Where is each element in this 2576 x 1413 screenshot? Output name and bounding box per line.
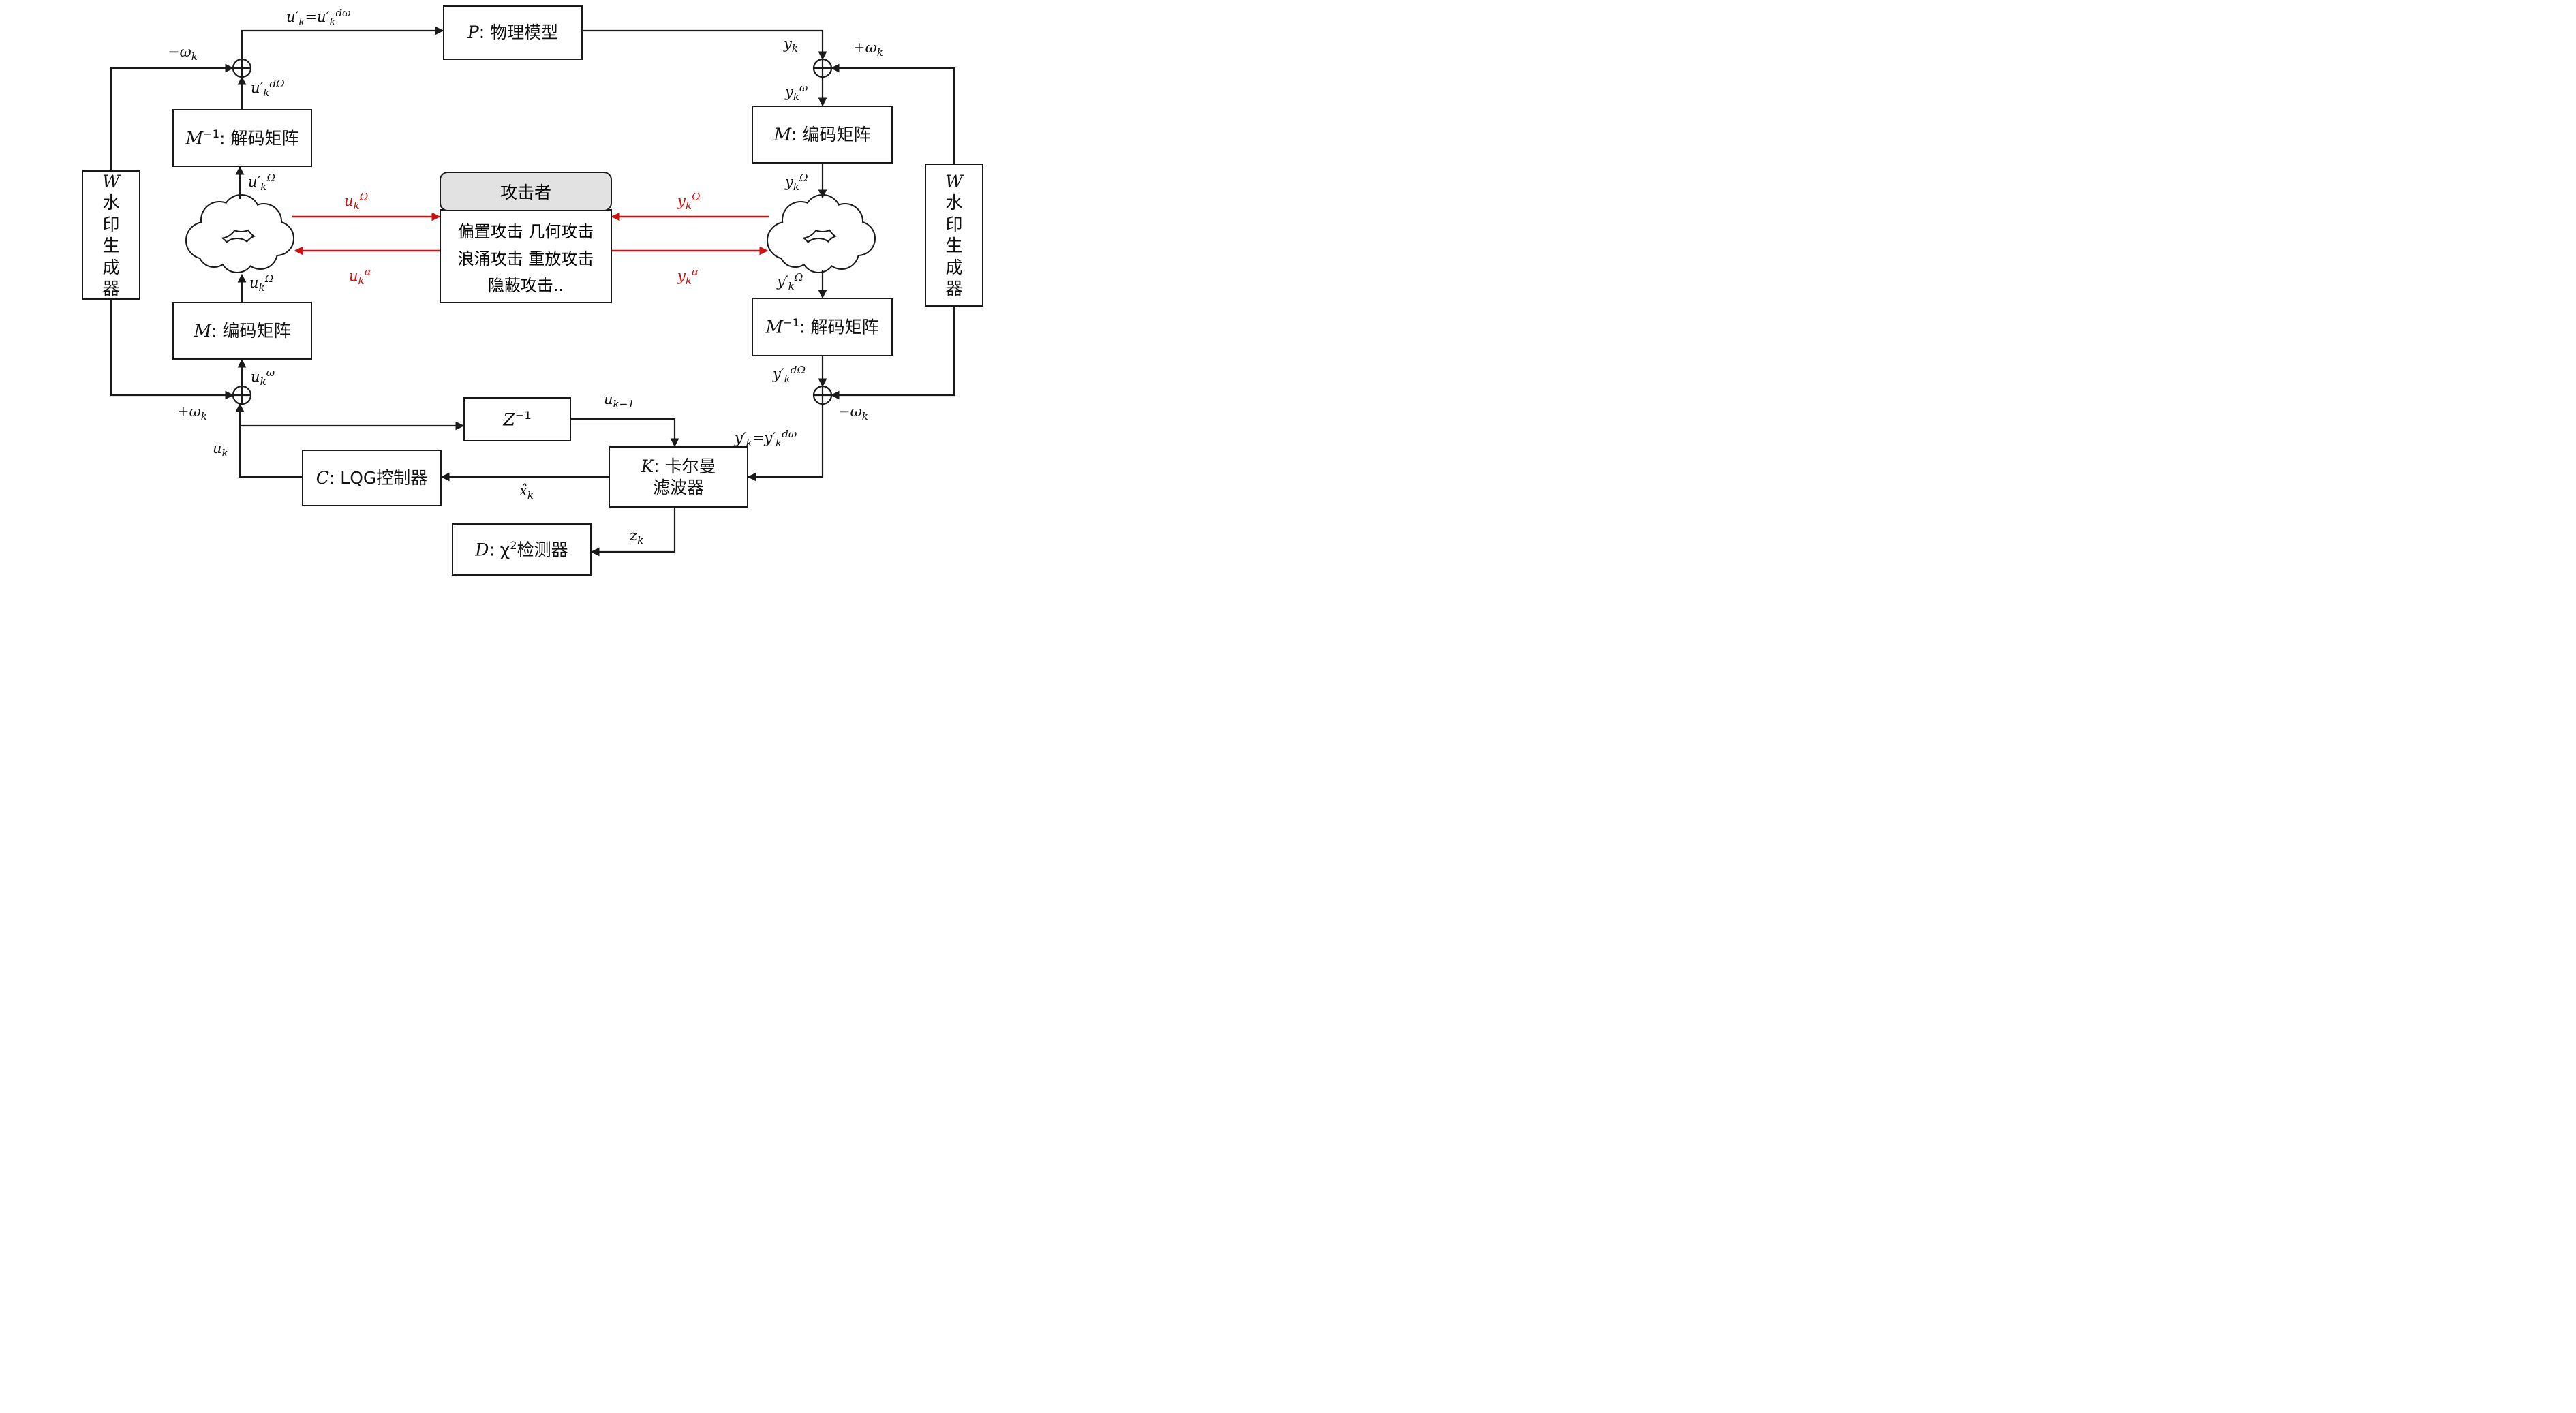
lqg-controller-box: C: LQG控制器 [302,450,442,506]
network-cloud-right [767,194,876,273]
label-x-hat: x̂k [519,482,534,502]
label-y-small-omega: ykω [785,82,808,104]
encode-matrix-left-box: M: 编码矩阵 [172,302,312,360]
label-u-omega-cloud: ukΩ [249,273,274,294]
attack-type-line-2: 浪涌攻击 重放攻击 [457,249,594,268]
label-y-k: yk [784,35,799,55]
decode-matrix-left-box: M−1: 解码矩阵 [172,109,312,167]
wiring-layer [110,26,955,557]
edge-wmL-to-sum2 [110,300,234,400]
unit-delay-box: Z−1 [463,397,571,441]
decode-matrix-right-label: M−1: 解码矩阵 [765,316,879,337]
label-u-k: uk [213,440,228,460]
edge-sum4-to-kalman [747,404,824,482]
label-y-prime-output: y′k=y′kdω [735,428,797,450]
decode-matrix-left-label: M−1: 解码矩阵 [185,127,299,149]
label-y-prime-omega: y′kΩ [777,271,803,293]
edge-wmR-to-sum3 [830,63,955,164]
encode-matrix-left-label: M: 编码矩阵 [194,320,291,341]
label-plus-omega-bottom-left: +ωk [177,403,207,423]
kalman-filter-box: K: 卡尔曼滤波器 [609,446,748,508]
attacker-box: 攻击者 偏置攻击 几何攻击 浪涌攻击 重放攻击 隐蔽攻击.. [440,172,612,303]
attacker-header: 攻击者 [440,172,612,211]
label-attack-u-omega: ukΩ [344,191,369,213]
edge-wmR-to-sum4 [830,307,955,400]
label-u-prime-omega: u′kΩ [248,172,275,193]
lqg-controller-label: C: LQG控制器 [316,467,428,488]
edge-kalman-to-detector [590,508,676,557]
unit-delay-label: Z−1 [503,408,532,430]
label-z-k: zk [630,527,644,547]
label-minus-omega-bottom-right: −ωk [838,403,868,423]
network-cloud-left [185,194,294,273]
encode-matrix-right-box: M: 编码矩阵 [752,106,893,164]
attack-type-line-3: 隐蔽攻击.. [487,276,564,296]
chi-square-detector-box: D: χ2检测器 [452,523,592,576]
attacker-body: 偏置攻击 几何攻击 浪涌攻击 重放攻击 隐蔽攻击.. [440,209,612,303]
sum-junction-bottom-right [812,385,833,405]
label-plus-omega-top-right: +ωk [853,40,883,59]
encode-matrix-right-label: M: 编码矩阵 [773,124,871,144]
label-minus-omega-top-left: −ωk [168,44,198,63]
label-attack-y-alpha: ykα [677,266,699,288]
label-u-prime-output: u′k=u′kdω [286,7,351,29]
sum-junction-bottom-left [232,385,252,405]
label-u-prime-d-omega: u′kdΩ [251,78,285,99]
physical-model-label: P: 物理模型 [467,22,559,43]
sum-junction-top-right [812,58,833,78]
attacker-title: 攻击者 [500,183,551,202]
edge-lqg-to-sum2 [235,403,302,478]
edge-sum1-to-plant [241,26,444,59]
physical-model-box: P: 物理模型 [443,5,583,60]
label-u-small-omega: ukω [251,367,275,388]
attack-type-line-1: 偏置攻击 几何攻击 [457,221,594,241]
label-y-omega: ykΩ [785,172,808,193]
label-attack-u-alpha: ukα [349,266,371,288]
edge-wmL-to-sum1 [110,63,234,170]
decode-matrix-right-box: M−1: 解码矩阵 [752,298,893,356]
label-attack-y-omega: ykΩ [677,191,701,213]
edge-zdelay-to-kalman [571,418,679,448]
kalman-filter-label: K: 卡尔曼滤波器 [641,456,716,497]
chi-square-detector-label: D: χ2检测器 [475,538,568,560]
edge-plant-to-sum3 [583,29,827,61]
label-y-prime-d-omega: y′kdΩ [773,364,806,386]
label-u-k-minus-1: uk−1 [604,391,634,411]
sum-junction-top-left [232,58,252,78]
